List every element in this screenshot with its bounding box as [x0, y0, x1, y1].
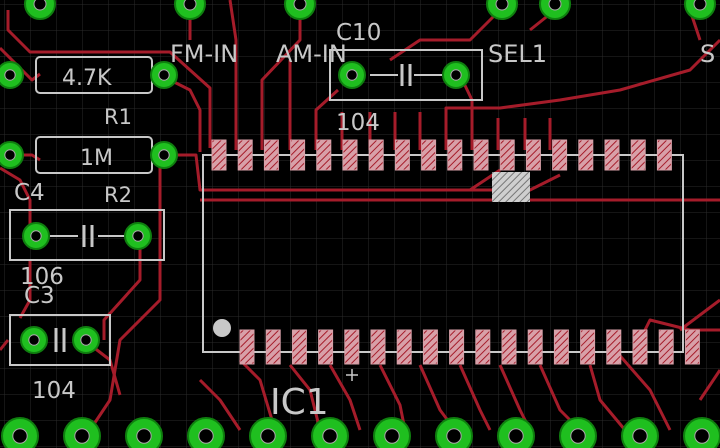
- smd-pad-icon[interactable]: [422, 329, 438, 365]
- smd-pad-icon[interactable]: [265, 329, 281, 365]
- smd-pad-icon[interactable]: [421, 139, 437, 171]
- drill-hole: [570, 428, 586, 444]
- capacitor-c4[interactable]: C4 106: [9, 180, 165, 290]
- drill-hole: [30, 230, 42, 242]
- smd-pad-icon[interactable]: [684, 329, 700, 365]
- smd-pad-icon[interactable]: [552, 139, 568, 171]
- r2-name: R2: [104, 183, 132, 207]
- drill-hole: [495, 0, 509, 11]
- drill-hole: [450, 69, 462, 81]
- drill-hole: [694, 428, 710, 444]
- smd-pad-icon[interactable]: [658, 329, 674, 365]
- drill-hole: [136, 428, 152, 444]
- drill-hole: [260, 428, 276, 444]
- drill-hole: [693, 0, 707, 11]
- ic1-footprint[interactable]: [202, 139, 700, 365]
- s-label-partial: S: [700, 40, 715, 68]
- smd-pad-icon[interactable]: [501, 329, 517, 365]
- c4-outline: [9, 209, 165, 261]
- smd-pad-icon[interactable]: [447, 139, 463, 171]
- smd-pad-icon[interactable]: [606, 329, 622, 365]
- smd-pad-icon[interactable]: [368, 139, 384, 171]
- drill-hole: [158, 149, 170, 161]
- smd-pad-icon[interactable]: [344, 329, 360, 365]
- smd-pad-icon[interactable]: [580, 329, 596, 365]
- smd-pad-icon[interactable]: [396, 329, 412, 365]
- drill-hole: [293, 0, 307, 11]
- ic1-name: IC1: [270, 382, 329, 423]
- smd-pad-icon[interactable]: [211, 139, 227, 171]
- drill-hole: [4, 69, 16, 81]
- smd-pad-icon[interactable]: [237, 139, 253, 171]
- resistor-r2[interactable]: 1M R2: [35, 136, 153, 207]
- fm-in-label: FM-IN: [170, 40, 238, 68]
- smd-pad-icon[interactable]: [291, 329, 307, 365]
- smd-pad-icon[interactable]: [239, 329, 255, 365]
- pin1-marker: [213, 319, 231, 337]
- capacitor-c3[interactable]: C3 104: [9, 283, 111, 404]
- smd-pad-icon[interactable]: [449, 329, 465, 365]
- drill-hole: [80, 334, 92, 346]
- smd-pad-icon[interactable]: [525, 139, 541, 171]
- r1-name: R1: [104, 105, 132, 129]
- smd-pad-icon[interactable]: [370, 329, 386, 365]
- smd-pad-icon[interactable]: [632, 329, 648, 365]
- c10-name: C10: [336, 20, 381, 46]
- am-in-label: AM-IN: [276, 40, 347, 68]
- drill-hole: [322, 428, 338, 444]
- smd-pad-icon[interactable]: [499, 139, 515, 171]
- smd-pad-icon[interactable]: [527, 329, 543, 365]
- ic1-bottom-pads: [239, 329, 700, 365]
- smd-pad-icon[interactable]: [342, 139, 358, 171]
- drill-hole: [132, 230, 144, 242]
- smd-pad-icon[interactable]: [394, 139, 410, 171]
- smd-pad-icon[interactable]: [318, 329, 334, 365]
- smd-pad-icon[interactable]: [553, 329, 569, 365]
- r2-value: 1M: [80, 146, 113, 171]
- c4-value: 106: [20, 264, 64, 290]
- drill-hole: [12, 428, 28, 444]
- drill-hole: [198, 428, 214, 444]
- drill-hole: [632, 428, 648, 444]
- drill-hole: [33, 0, 47, 11]
- c3-outline: [9, 314, 111, 366]
- smd-pad-icon[interactable]: [475, 329, 491, 365]
- smd-pad-icon[interactable]: [263, 139, 279, 171]
- r1-value: 4.7K: [62, 66, 112, 91]
- c4-name: C4: [14, 180, 45, 206]
- thermal-pad[interactable]: [492, 172, 530, 202]
- c3-name: C3: [24, 283, 55, 309]
- c3-value: 104: [32, 378, 76, 404]
- smd-pad-icon[interactable]: [578, 139, 594, 171]
- drill-hole: [158, 69, 170, 81]
- drill-hole: [28, 334, 40, 346]
- smd-pad-icon[interactable]: [290, 139, 306, 171]
- ic1-outline: [202, 154, 684, 353]
- drill-hole: [548, 0, 562, 11]
- drill-hole: [4, 149, 16, 161]
- smd-pad-icon[interactable]: [630, 139, 646, 171]
- sel1-label: SEL1: [488, 40, 547, 68]
- smd-pad-icon[interactable]: [316, 139, 332, 171]
- smd-pad-icon[interactable]: [656, 139, 672, 171]
- drill-hole: [74, 428, 90, 444]
- c10-outline: [329, 49, 483, 101]
- ic1-top-pads: [211, 139, 672, 171]
- resistor-r1[interactable]: 4.7K R1: [35, 56, 153, 129]
- smd-pad-icon[interactable]: [604, 139, 620, 171]
- drill-hole: [508, 428, 524, 444]
- drill-hole: [346, 69, 358, 81]
- drill-hole: [384, 428, 400, 444]
- smd-pad-icon[interactable]: [473, 139, 489, 171]
- capacitor-c10[interactable]: C10 104: [329, 20, 483, 136]
- origin-cross-icon: [346, 369, 358, 381]
- drill-hole: [446, 428, 462, 444]
- drill-hole: [183, 0, 197, 11]
- c10-value: 104: [336, 110, 380, 136]
